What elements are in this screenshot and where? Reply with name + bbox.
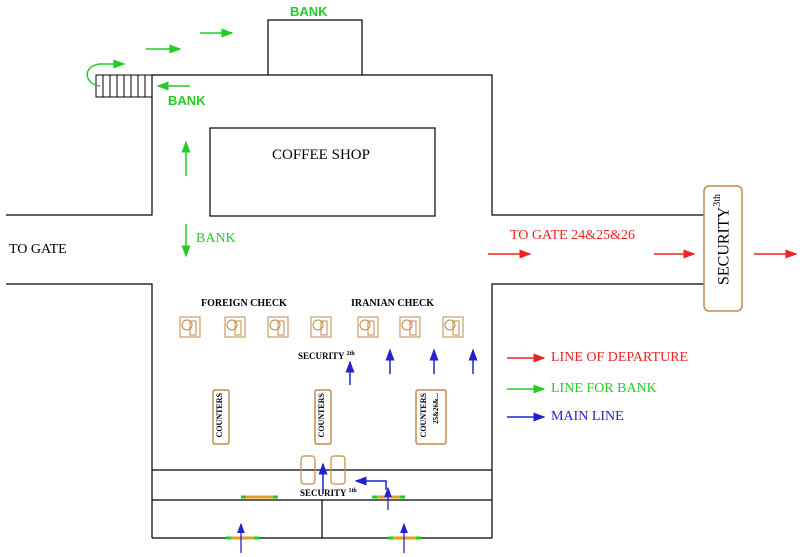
counters-mid-label: COUNTERS	[317, 393, 326, 438]
counters-right-sub-label: 25&26&...	[432, 393, 440, 424]
bank-top-label: BANK	[290, 4, 328, 19]
to-gate-label: TO GATE	[9, 242, 67, 257]
counter-boxes	[212, 389, 447, 445]
counters-left-label: COUNTERS	[215, 393, 224, 438]
coffee-shop-label: COFFEE SHOP	[272, 147, 370, 163]
bank-stairs-label: BANK	[168, 93, 206, 108]
iranian-check-label: IRANIAN CHECK	[351, 298, 435, 309]
stairs	[95, 74, 153, 98]
bank-route-arrows	[86, 28, 234, 258]
security-3rd-text: SECURITY	[715, 206, 733, 286]
legend-arrows	[507, 353, 546, 422]
security-1st-sup: 1th	[348, 488, 357, 494]
legend-departure-label: LINE OF DEPARTURE	[551, 350, 689, 365]
security-1st-label: SECURITY 1th	[300, 488, 357, 498]
security-2nd-text: SECURITY	[298, 351, 345, 361]
gate-bars	[226, 495, 421, 540]
bank-booth	[267, 19, 363, 76]
security-3rd-booth	[703, 185, 743, 312]
to-gate-right-label: TO GATE 24&25&26	[510, 228, 635, 243]
main-route-arrows	[318, 348, 478, 494]
security-3rd-sup: 3th	[712, 194, 723, 207]
security-2nd-sup: 2th	[346, 351, 355, 357]
gate-arrows	[237, 486, 408, 553]
foreign-check-label: FOREIGN CHECK	[201, 298, 287, 309]
coffee-shop-area	[209, 127, 436, 217]
security-2nd-label: SECURITY 2th	[298, 351, 355, 361]
security-3rd-label: SECURITY3th	[712, 194, 733, 286]
check-desks	[179, 316, 464, 338]
legend-bank-label: LINE FOR BANK	[551, 381, 657, 396]
counters-right-label: COUNTERS	[419, 393, 428, 438]
bank-mid-label: BANK	[196, 231, 236, 246]
legend-main-label: MAIN LINE	[551, 409, 624, 424]
security-1st-posts	[300, 455, 346, 485]
security-1st-text: SECURITY	[300, 488, 347, 498]
